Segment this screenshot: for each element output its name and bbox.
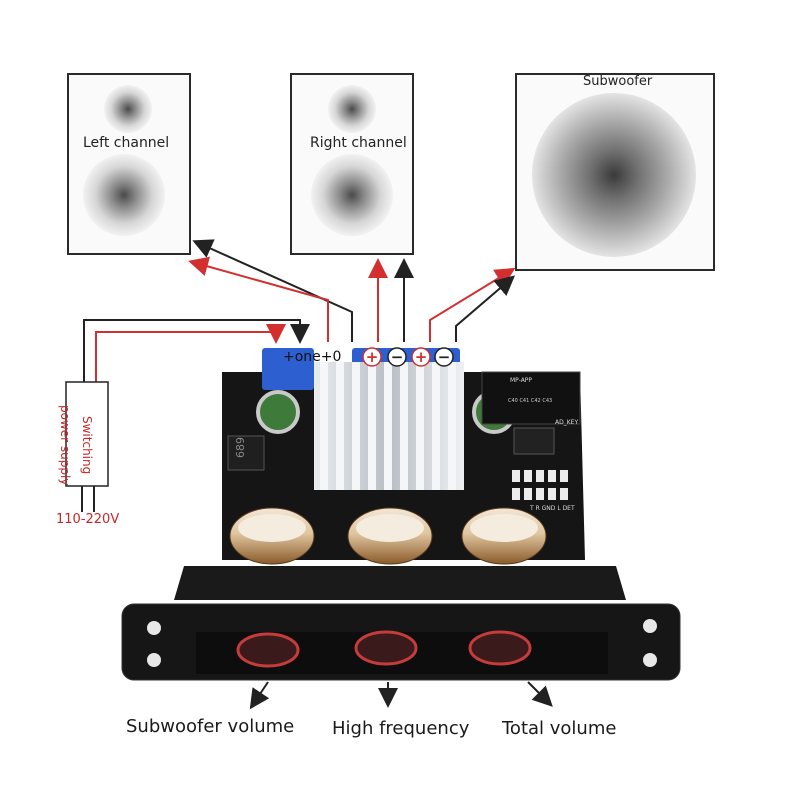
- left-tweeter-icon: [104, 85, 152, 133]
- wire-left-negative: [192, 239, 353, 342]
- polarity-minus-2: −: [438, 348, 451, 366]
- mount-hole-left-icon: [147, 621, 161, 635]
- polarity-plus-1: +: [366, 348, 379, 366]
- left-woofer-icon: [83, 154, 165, 236]
- io-marking: T R GND L DET: [529, 505, 575, 512]
- wire-sub-positive: [429, 267, 516, 342]
- voltage-label: 110-220V: [56, 512, 120, 527]
- right-speaker: [290, 73, 414, 255]
- right-tweeter-icon: [328, 85, 376, 133]
- pointer-total-volume: [527, 681, 553, 707]
- cap-marking: C40 C41 C42 C43: [508, 398, 552, 404]
- wire-power-negative: [83, 319, 310, 382]
- smd-components: [512, 470, 568, 500]
- high-frequency-label: High frequency: [332, 718, 470, 739]
- power-terminal-label: +one+0: [283, 349, 342, 365]
- inductor-marking: 689: [234, 437, 247, 458]
- knob-subwoofer-volume: [236, 632, 300, 668]
- amplifier-board: 689 MP-APP AD_KEY C40 C41 C42 C43 T R GN…: [222, 348, 585, 565]
- polarity-minus-1: −: [391, 348, 404, 366]
- capacitor-left: [256, 390, 300, 434]
- knob-high-frequency: [354, 630, 418, 666]
- subwoofer-label: Subwoofer: [583, 74, 653, 89]
- heatsink: [314, 362, 464, 490]
- key-marking: AD_KEY: [555, 419, 578, 426]
- wire-power-positive: [95, 324, 286, 382]
- inductor: [227, 435, 265, 471]
- main-ic: [513, 427, 555, 455]
- left-channel-label: Left channel: [83, 135, 170, 151]
- polarity-markers: + − + −: [362, 347, 454, 367]
- power-supply-label: Switching power supply: [58, 404, 94, 486]
- switching-power-supply: [65, 381, 109, 487]
- mount-hole-right-bottom-icon: [643, 653, 657, 667]
- wire-sub-negative: [455, 275, 516, 342]
- wire-left-positive: [188, 256, 329, 342]
- bluetooth-module: [481, 371, 581, 425]
- potentiometer-2: [347, 507, 433, 565]
- front-panel: [121, 566, 681, 681]
- pointer-subwoofer-volume: [249, 681, 270, 710]
- subwoofer-cone-icon: [532, 93, 696, 257]
- potentiometer-1: [229, 507, 315, 565]
- right-channel-label: Right channel: [310, 135, 407, 151]
- mount-hole-left-bottom-icon: [147, 653, 161, 667]
- left-speaker: [67, 73, 191, 255]
- total-volume-label: Total volume: [502, 718, 617, 739]
- mount-hole-right-icon: [643, 619, 657, 633]
- subwoofer-volume-label: Subwoofer volume: [126, 716, 295, 737]
- subwoofer-speaker: [515, 73, 715, 271]
- power-terminal-block: [262, 348, 314, 390]
- potentiometer-3: [461, 507, 547, 565]
- right-woofer-icon: [311, 154, 393, 236]
- knob-total-volume: [468, 630, 532, 666]
- wires: [81, 239, 553, 710]
- polarity-plus-2: +: [415, 348, 428, 366]
- module-marking: MP-APP: [510, 377, 532, 384]
